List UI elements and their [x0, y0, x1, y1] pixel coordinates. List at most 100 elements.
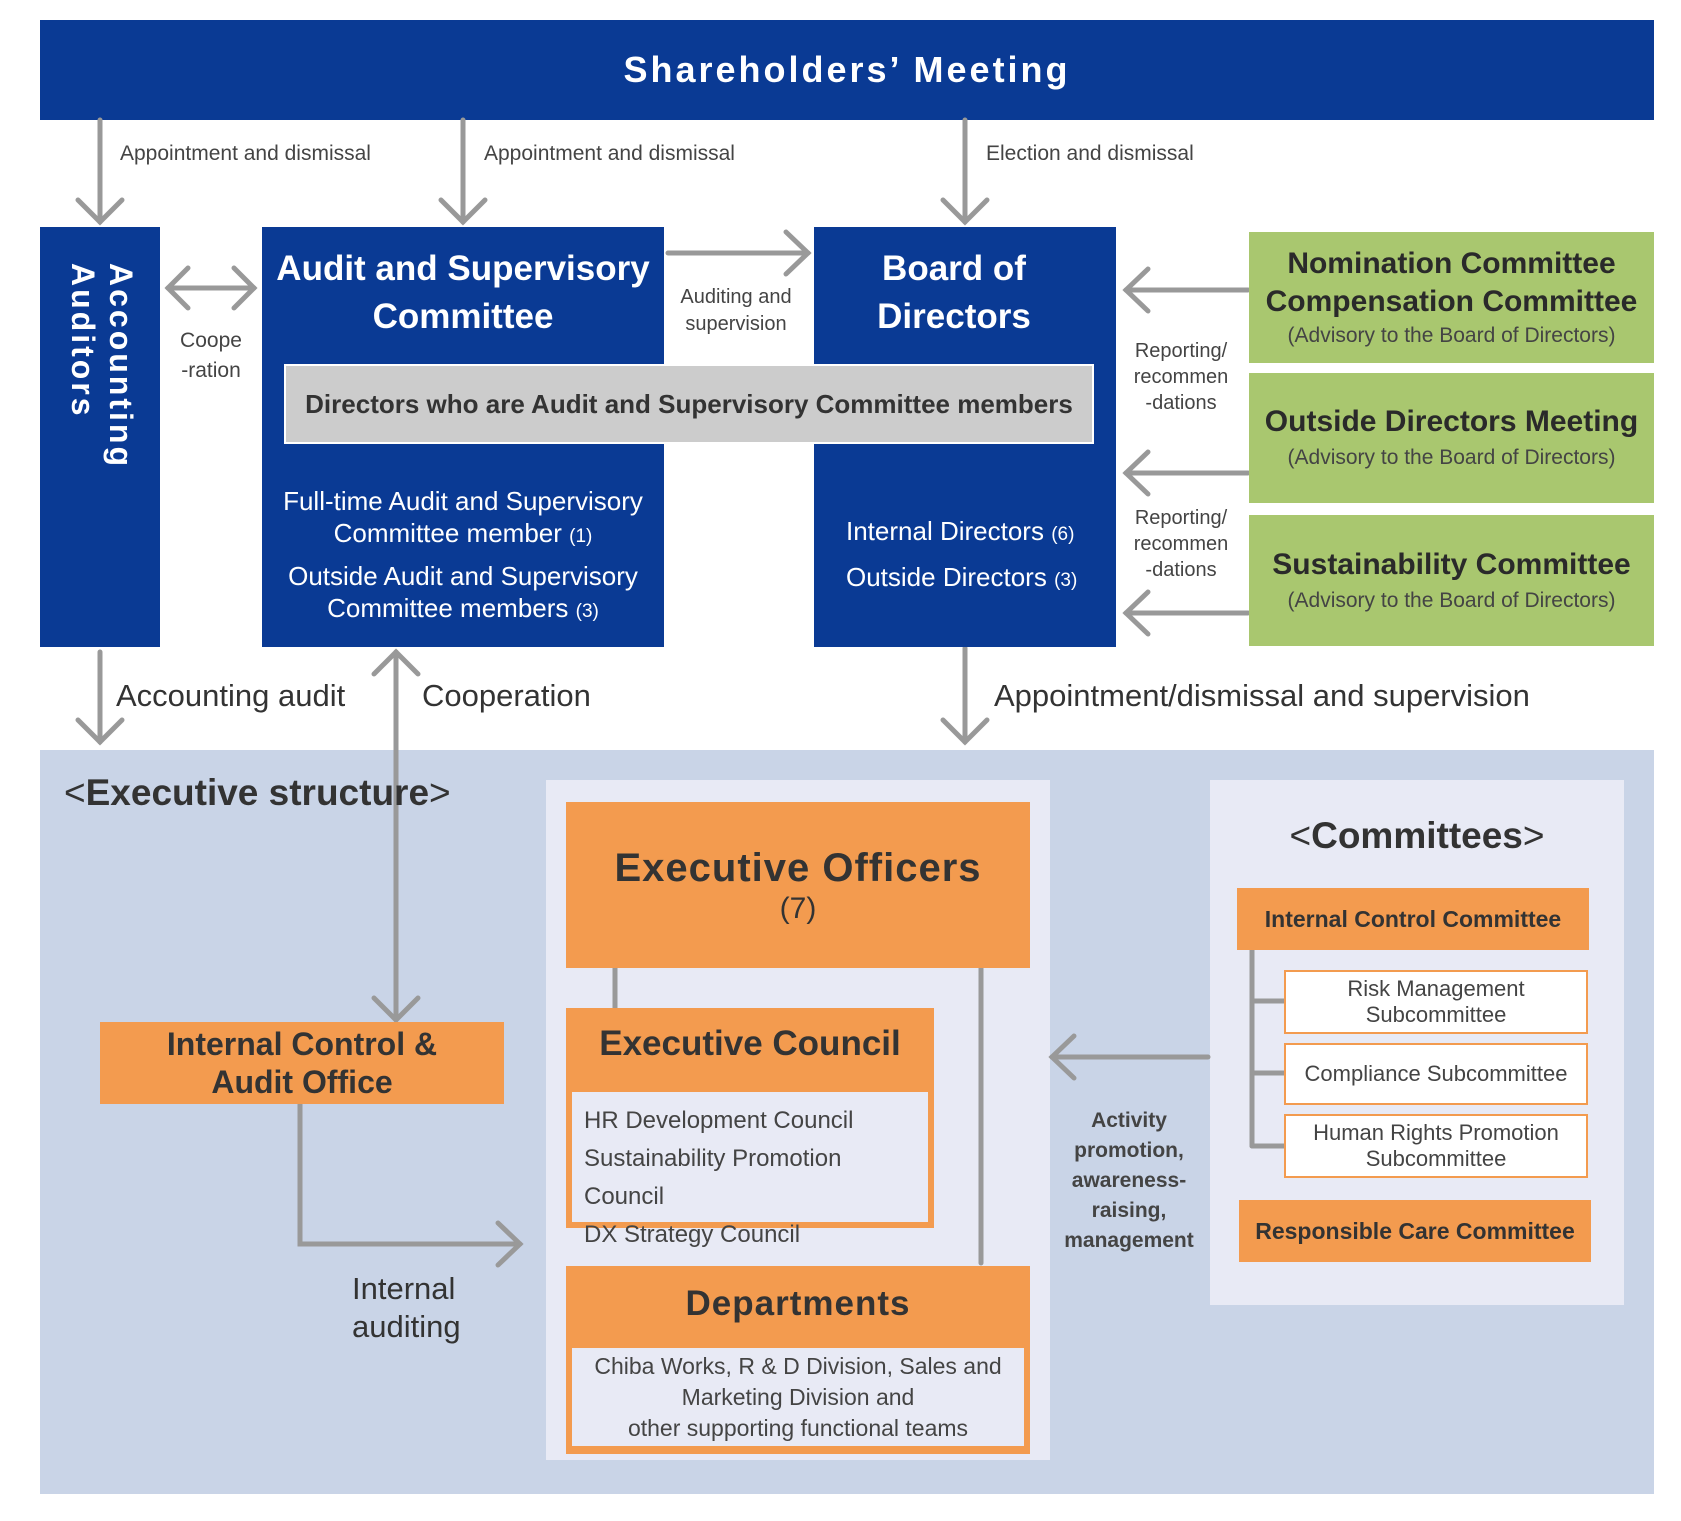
internal-control-committee: Internal Control Committee: [1237, 888, 1589, 950]
outside-directors-meeting: Outside Directors Meeting: [1264, 405, 1639, 438]
audit-committee-title-line-1: Audit and Supervisory: [276, 249, 650, 288]
human-rights-line-2: Subcommittee: [1365, 1146, 1507, 1171]
committees-heading: <Committees>: [1210, 815, 1624, 857]
directors-band-label: Directors who are Audit and Supervisory …: [305, 388, 1073, 419]
committees-title: Committees: [1311, 815, 1523, 856]
label-auditing-line-2: supervision: [685, 313, 787, 335]
advisory-note-1: (Advisory to the Board of Directors): [1287, 323, 1616, 347]
departments-desc-line-3: other supporting functional teams: [627, 1414, 969, 1441]
departments-desc: Chiba Works, R & D Division, Sales and M…: [572, 1348, 1024, 1446]
board-title-line-2: Directors: [877, 297, 1031, 336]
council-item: HR Development Council: [584, 1107, 854, 1134]
accounting-auditors-box: Accounting Auditors: [40, 227, 160, 647]
shareholders-meeting: Shareholders’ Meeting: [40, 20, 1654, 120]
fulltime-member-line-1: Full-time Audit and Supervisory: [283, 486, 643, 516]
executive-structure-heading: <Executive structure>: [64, 772, 451, 814]
label-reporting-2-line-3: -dations: [1145, 559, 1217, 581]
outside-directors-meeting-box: Outside Directors Meeting (Advisory to t…: [1249, 373, 1654, 503]
outside-directors-label: Outside Directors: [846, 562, 1047, 592]
human-rights-subcommittee: Human Rights Promotion Subcommittee: [1284, 1114, 1588, 1178]
advisory-note-2: (Advisory to the Board of Directors): [1287, 446, 1616, 469]
outside-directors: Outside Directors (3): [846, 562, 1077, 593]
label-activity: Activity promotion, awareness- raising, …: [1056, 1106, 1202, 1256]
responsible-care-label: Responsible Care Committee: [1255, 1217, 1575, 1244]
nomination-compensation-box: Nomination Committee Compensation Commit…: [1249, 232, 1654, 363]
internal-directors-label: Internal Directors: [846, 516, 1044, 546]
audit-committee-title: Audit and Supervisory Committee: [262, 245, 664, 341]
fulltime-member-line-2: Committee member (1): [334, 517, 593, 553]
compliance-label: Compliance Subcommittee: [1304, 1061, 1568, 1086]
label-appointment-1: Appointment and dismissal: [120, 142, 371, 165]
compensation-committee: Compensation Committee: [1265, 284, 1638, 318]
label-cooperation-line-1: Coope: [180, 329, 242, 352]
risk-line-2: Subcommittee: [1365, 1002, 1507, 1027]
internal-control-committee-label: Internal Control Committee: [1264, 905, 1562, 932]
board-title-line-1: Board of: [882, 249, 1026, 288]
label-reporting-2-line-1: Reporting/: [1134, 507, 1228, 529]
risk-management-subcommittee: Risk Management Subcommittee: [1284, 970, 1588, 1034]
internal-directors-count: (6): [1051, 524, 1075, 545]
label-cooperation-line-2: -ration: [181, 359, 241, 382]
departments-box: Departments Chiba Works, R & D Division,…: [566, 1266, 1030, 1454]
nomination-committee: Nomination Committee: [1287, 246, 1616, 280]
executive-officers-count: (7): [779, 892, 817, 925]
label-internal-auditing: Internal auditing: [352, 1270, 461, 1346]
internal-control-audit-office: Internal Control & Audit Office: [100, 1022, 504, 1104]
human-rights-line-1: Human Rights Promotion: [1313, 1120, 1559, 1145]
bracket-open: <: [1289, 815, 1312, 856]
directors-band: Directors who are Audit and Supervisory …: [284, 364, 1094, 444]
label-activity-line-4: raising,: [1091, 1199, 1167, 1222]
audit-office-line-2: Audit Office: [211, 1064, 393, 1100]
label-reporting-1: Reporting/ recommen -dations: [1120, 338, 1242, 416]
departments-desc-line-1: Chiba Works, R & D Division, Sales and: [594, 1352, 1002, 1379]
label-election: Election and dismissal: [986, 142, 1194, 165]
board-title: Board of Directors: [814, 245, 1094, 341]
advisory-note-3: (Advisory to the Board of Directors): [1287, 588, 1616, 612]
council-item: DX Strategy Council: [584, 1221, 801, 1248]
sustainability-committee-box: Sustainability Committee (Advisory to th…: [1249, 515, 1654, 646]
shareholders-meeting-title: Shareholders’ Meeting: [623, 49, 1071, 90]
bracket-close: >: [429, 772, 451, 813]
fulltime-member-count: (1): [569, 526, 593, 547]
label-auditing-supervision: Auditing and supervision: [664, 284, 808, 338]
executive-structure-title: Executive structure: [85, 772, 430, 813]
label-appointment-2: Appointment and dismissal: [484, 142, 735, 165]
label-activity-line-5: management: [1064, 1229, 1194, 1252]
label-reporting-1-line-1: Reporting/: [1134, 340, 1228, 362]
risk-line-1: Risk Management: [1347, 976, 1525, 1001]
label-reporting-2: Reporting/ recommen -dations: [1120, 505, 1242, 583]
outside-member-text: Committee members: [327, 593, 569, 623]
label-reporting-1-line-2: recommen: [1133, 366, 1229, 388]
label-internal-auditing-line-1: Internal: [352, 1271, 456, 1306]
label-cooperation-small: Coope -ration: [170, 326, 252, 386]
committees-heading-row: <Committees>: [1290, 815, 1545, 857]
outside-member-line-1: Outside Audit and Supervisory: [288, 561, 638, 591]
fulltime-member-text: Committee member: [333, 518, 562, 548]
label-internal-auditing-line-2: auditing: [352, 1309, 461, 1344]
label-activity-line-2: promotion,: [1074, 1139, 1184, 1162]
departments-title: Departments: [685, 1284, 911, 1323]
label-reporting-1-line-3: -dations: [1145, 392, 1217, 414]
executive-council-box: Executive Council HR Development Council…: [566, 1008, 934, 1248]
label-reporting-2-line-2: recommen: [1133, 533, 1229, 555]
executive-officers-box: Executive Officers (7): [566, 802, 1030, 968]
label-auditing-line-1: Auditing and: [680, 286, 792, 308]
audit-office-line-1: Internal Control &: [166, 1026, 438, 1062]
executive-officers-title: Executive Officers: [614, 846, 982, 890]
label-activity-line-3: awareness-: [1071, 1169, 1187, 1192]
label-activity-line-1: Activity: [1091, 1109, 1167, 1132]
executive-council-list: HR Development Council Sustainability Pr…: [572, 1092, 928, 1248]
council-item: Sustainability Promotion Council: [584, 1145, 842, 1210]
bracket-close: >: [1522, 815, 1545, 856]
accounting-auditors-label: Accounting Auditors: [65, 263, 139, 469]
outside-member-count: (3): [575, 601, 599, 622]
executive-council-title: Executive Council: [599, 1024, 901, 1063]
fulltime-member: Full-time Audit and Supervisory Committe…: [262, 485, 664, 553]
departments-desc-line-2: Marketing Division and: [681, 1383, 915, 1410]
outside-directors-count: (3): [1054, 570, 1078, 591]
responsible-care-committee: Responsible Care Committee: [1239, 1200, 1591, 1262]
outside-member-line-2: Committee members (3): [327, 592, 599, 628]
internal-directors: Internal Directors (6): [846, 516, 1074, 547]
audit-committee-title-line-2: Committee: [372, 297, 554, 336]
sustainability-committee: Sustainability Committee: [1272, 547, 1631, 581]
